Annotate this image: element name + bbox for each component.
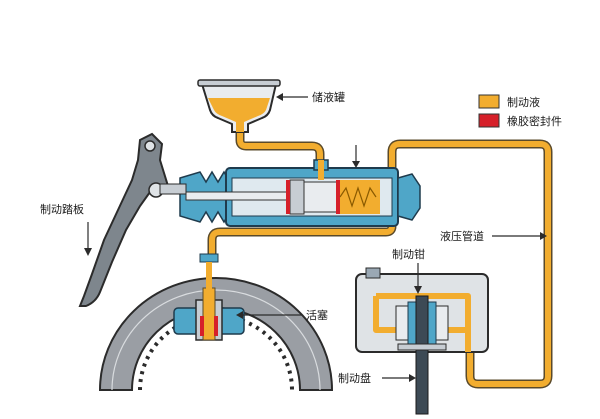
caliper-label: 制动钳	[392, 248, 425, 261]
legend-swatch-fluid	[478, 94, 500, 109]
hydraulic-line-label: 液压管道	[440, 229, 484, 243]
legend-label-fluid: 制动液	[507, 95, 540, 109]
legend-swatch-seal	[478, 113, 500, 128]
disc-rotor	[415, 295, 429, 415]
reservoir	[197, 79, 281, 133]
wheel-drum	[98, 253, 334, 391]
legend-label-seal: 橡胶密封件	[507, 114, 562, 128]
legend: 制动液 橡胶密封件	[478, 94, 562, 128]
disc-label: 制动盘	[338, 371, 371, 385]
pedal-label: 制动踏板	[40, 202, 84, 216]
caliper-assembly	[355, 267, 489, 415]
brake-pedal	[78, 132, 187, 307]
pedal-arm	[78, 132, 170, 307]
hydraulic-lines	[207, 125, 553, 389]
master-fluid-chamber	[340, 180, 380, 214]
master-cylinder	[179, 145, 421, 227]
piston-label: 活塞	[306, 308, 328, 322]
reservoir-label: 储液罐	[312, 90, 345, 104]
pipe-to-caliper	[389, 141, 551, 387]
pipe-to-wheel-cylinder	[209, 202, 395, 261]
reservoir-feed-pipe	[237, 127, 323, 178]
